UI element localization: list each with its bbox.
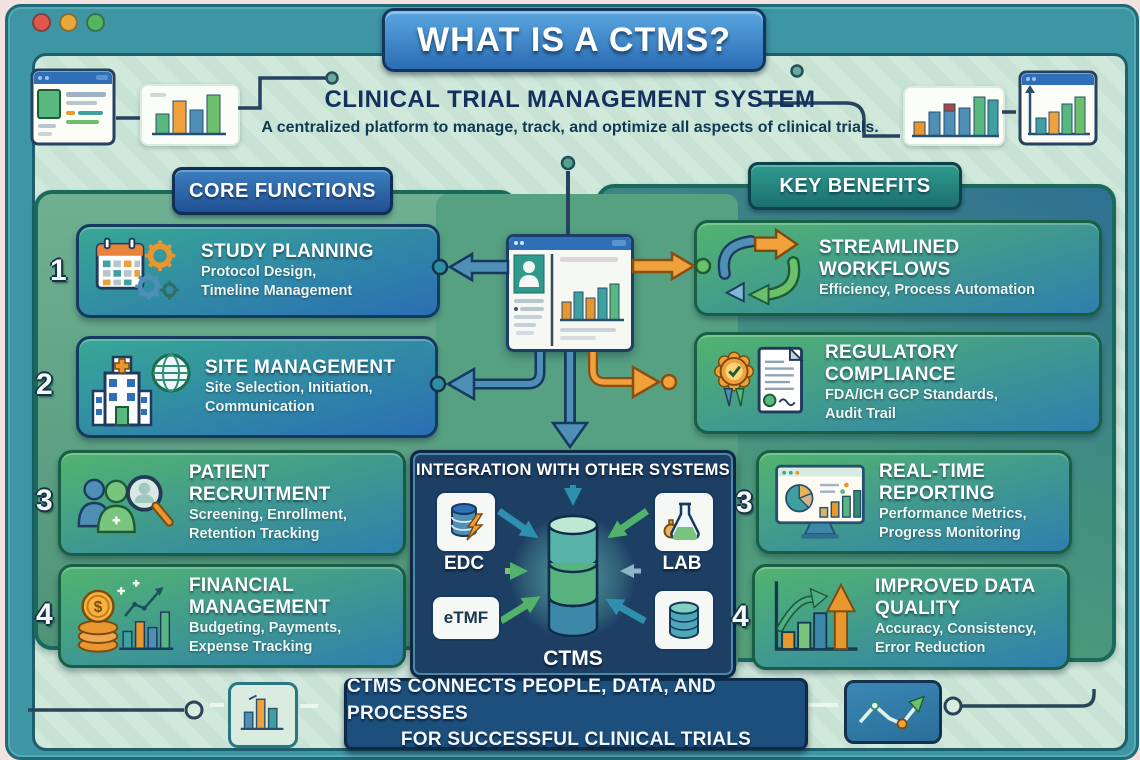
footer-line-2: FOR SUCCESSFUL CLINICAL TRIALS	[400, 729, 752, 751]
edc-database-icon	[435, 491, 497, 553]
lab-label: LAB	[662, 553, 702, 574]
integration-arrows	[497, 485, 649, 625]
card-site-management: SITE MANAGEMENT Site Selection, Initiati…	[76, 336, 438, 438]
coins-chart-icon: $	[73, 575, 179, 657]
card-line: Site Selection, Initiation,	[205, 380, 373, 397]
card-regulatory-compliance: REGULATORY COMPLIANCE FDA/ICH GCP Standa…	[694, 332, 1102, 434]
etmf-label: eTMF	[443, 608, 489, 627]
card-title: PATIENT RECRUITMENT	[189, 462, 331, 506]
card-study-planning: STUDY PLANNING Protocol Design, Timeline…	[76, 224, 440, 318]
item-number: 4	[36, 598, 53, 631]
item-number: 4	[732, 600, 749, 633]
maximize-button[interactable]	[86, 13, 105, 32]
card-title: IMPROVED DATA QUALITY	[875, 576, 1035, 620]
growth-chart-icon	[767, 576, 865, 658]
core-functions-heading: CORE FUNCTIONS	[172, 167, 393, 215]
card-line: Screening, Enrollment,	[189, 507, 347, 524]
card-improved-data-quality: IMPROVED DATA QUALITY Accuracy, Consiste…	[752, 564, 1070, 670]
footer-line-1: CTMS CONNECTS PEOPLE, DATA, AND PROCESSE…	[347, 676, 716, 724]
card-patient-recruitment: PATIENT RECRUITMENT Screening, Enrollmen…	[58, 450, 406, 556]
ctms-label: CTMS	[543, 647, 603, 670]
card-line: Timeline Management	[201, 283, 353, 299]
page-subtitle: CLINICAL TRIAL MANAGEMENT SYSTEM	[324, 86, 816, 113]
patients-magnifier-icon	[73, 462, 179, 544]
badge-document-icon	[709, 342, 815, 424]
card-financial-management: $ FINANCIAL MANAGEMENT Budgeting, Paymen…	[58, 564, 406, 668]
integration-heading: INTEGRATION WITH OTHER SYSTEMS	[416, 461, 730, 479]
lab-flask-icon	[653, 491, 715, 553]
card-title: REAL-TIME REPORTING	[879, 461, 995, 505]
item-number: 3	[36, 484, 53, 517]
window-controls	[32, 13, 105, 32]
calendar-gears-icon	[91, 231, 191, 311]
item-number: 3	[736, 486, 753, 519]
mini-browser-icon	[30, 68, 116, 151]
hospital-globe-icon	[91, 345, 195, 429]
card-line: Performance Metrics,	[879, 506, 1027, 523]
edc-label: EDC	[443, 553, 485, 574]
title-banner: WHAT IS A CTMS?	[382, 8, 766, 72]
cycle-arrows-icon	[709, 228, 809, 308]
card-line: Protocol Design,	[201, 264, 317, 281]
mini-line-chart-icon	[844, 680, 942, 744]
item-number: 2	[36, 368, 53, 401]
integration-panel: INTEGRATION WITH OTHER SYSTEMS	[410, 450, 736, 678]
ctms-dashboard-window	[506, 234, 634, 352]
ctms-database-icon	[547, 514, 599, 638]
bar-chart-card-icon	[903, 86, 1005, 146]
card-real-time-reporting: REAL-TIME REPORTING Performance Metrics,…	[756, 450, 1072, 554]
card-line: Retention Tracking	[189, 526, 320, 542]
card-title: REGULATORY COMPLIANCE	[825, 342, 959, 386]
card-line: Progress Monitoring	[879, 525, 1021, 541]
browser-chart-icon	[1018, 70, 1098, 151]
close-button[interactable]	[32, 13, 51, 32]
card-line: Expense Tracking	[189, 639, 313, 655]
card-line: FDA/ICH GCP Standards,	[825, 387, 998, 404]
svg-text:$: $	[94, 599, 103, 616]
card-streamlined-workflows: STREAMLINED WORKFLOWS Efficiency, Proces…	[694, 220, 1102, 316]
card-title: FINANCIAL MANAGEMENT	[189, 575, 331, 619]
database-icon	[653, 589, 715, 651]
minimize-button[interactable]	[59, 13, 78, 32]
bar-chart-card-icon	[140, 84, 240, 146]
card-line: Communication	[205, 399, 315, 415]
card-title: SITE MANAGEMENT	[205, 357, 396, 379]
card-line: Accuracy, Consistency,	[875, 621, 1037, 638]
dashboard-monitor-icon	[771, 462, 869, 542]
card-line: Error Reduction	[875, 640, 986, 656]
footer-banner: CTMS CONNECTS PEOPLE, DATA, AND PROCESSE…	[344, 676, 808, 750]
key-benefits-heading: KEY BENEFITS	[748, 162, 962, 210]
heading-label: CORE FUNCTIONS	[189, 179, 376, 202]
heading-label: KEY BENEFITS	[779, 174, 931, 197]
page-title: WHAT IS A CTMS?	[416, 20, 732, 59]
card-title: STUDY PLANNING	[201, 241, 374, 263]
card-line: Efficiency, Process Automation	[819, 281, 1035, 298]
mini-bars-icon	[228, 682, 298, 748]
card-line: Budgeting, Payments,	[189, 620, 342, 637]
page-description: A centralized platform to manage, track,…	[261, 119, 879, 136]
card-title: STREAMLINED WORKFLOWS	[819, 236, 960, 280]
card-line: Audit Trail	[825, 406, 896, 422]
etmf-node: eTMF	[431, 595, 501, 641]
item-number: 1	[50, 254, 67, 287]
